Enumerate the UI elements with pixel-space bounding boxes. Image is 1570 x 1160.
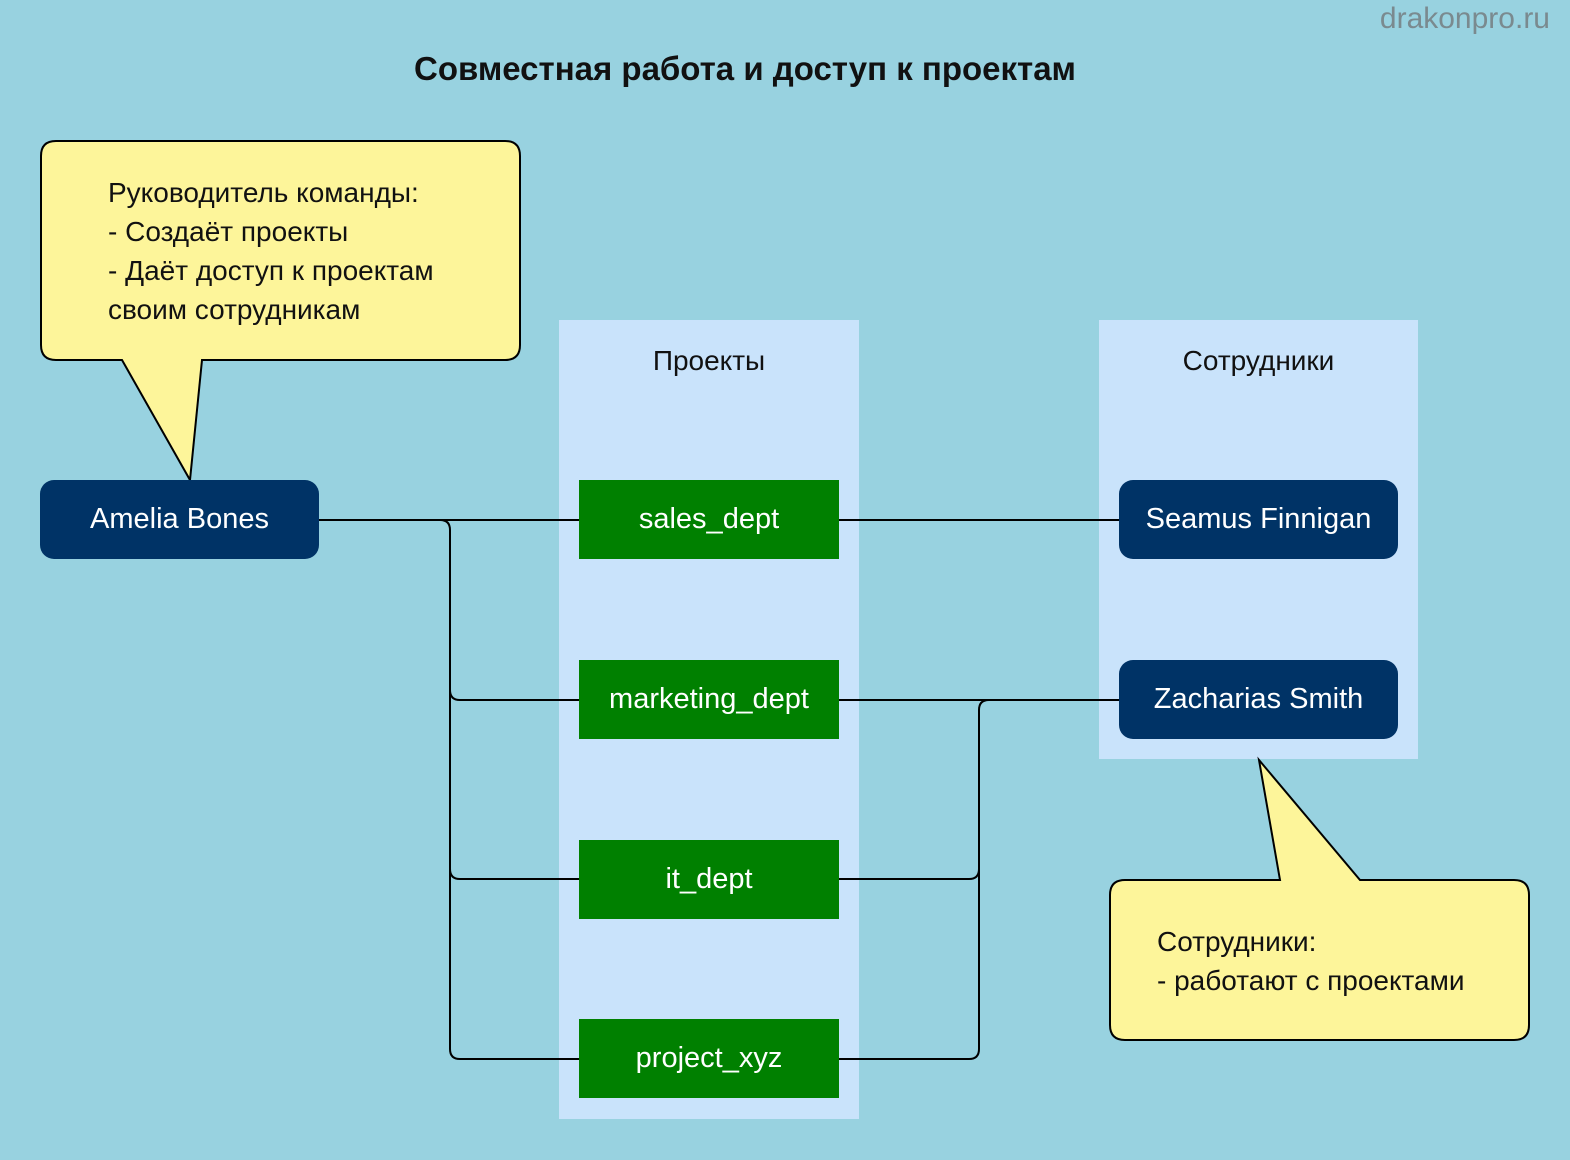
project-node-it-dept[interactable]: it_dept — [579, 840, 839, 919]
employees-column-title: Сотрудники — [1182, 345, 1335, 376]
diagram-title: Совместная работа и доступ к проектам — [414, 50, 1076, 87]
leader-connectors — [319, 519, 579, 1060]
connector-leader-marketing — [449, 689, 579, 701]
employee-connectors — [839, 519, 1119, 1060]
employees-callout-bubble — [1109, 756, 1530, 1041]
employee-node-zacharias-smith[interactable]: Zacharias Smith — [1119, 660, 1398, 739]
project-node-marketing-dept[interactable]: marketing_dept — [579, 660, 839, 739]
project-node-sales-dept[interactable]: sales_dept — [579, 480, 839, 559]
connector-leader-it — [449, 868, 579, 880]
leader-node[interactable]: Amelia Bones — [40, 480, 319, 559]
projects-column-title: Проекты — [652, 345, 766, 376]
connector-it-zacharias — [839, 868, 980, 880]
leader-callout-bubble — [40, 140, 521, 484]
connector-leader-trunk — [319, 519, 579, 1060]
project-node-project-xyz[interactable]: project_xyz — [579, 1019, 839, 1098]
employee-node-seamus-finnigan[interactable]: Seamus Finnigan — [1119, 480, 1398, 559]
connector-zacharias-trunk — [839, 699, 1119, 1060]
leader-callout-text: Руководитель команды: - Создаёт проекты … — [108, 177, 434, 325]
watermark: drakonpro.ru — [1379, 2, 1550, 35]
employees-callout-text: Сотрудники: - работают с проектами — [1157, 926, 1465, 996]
